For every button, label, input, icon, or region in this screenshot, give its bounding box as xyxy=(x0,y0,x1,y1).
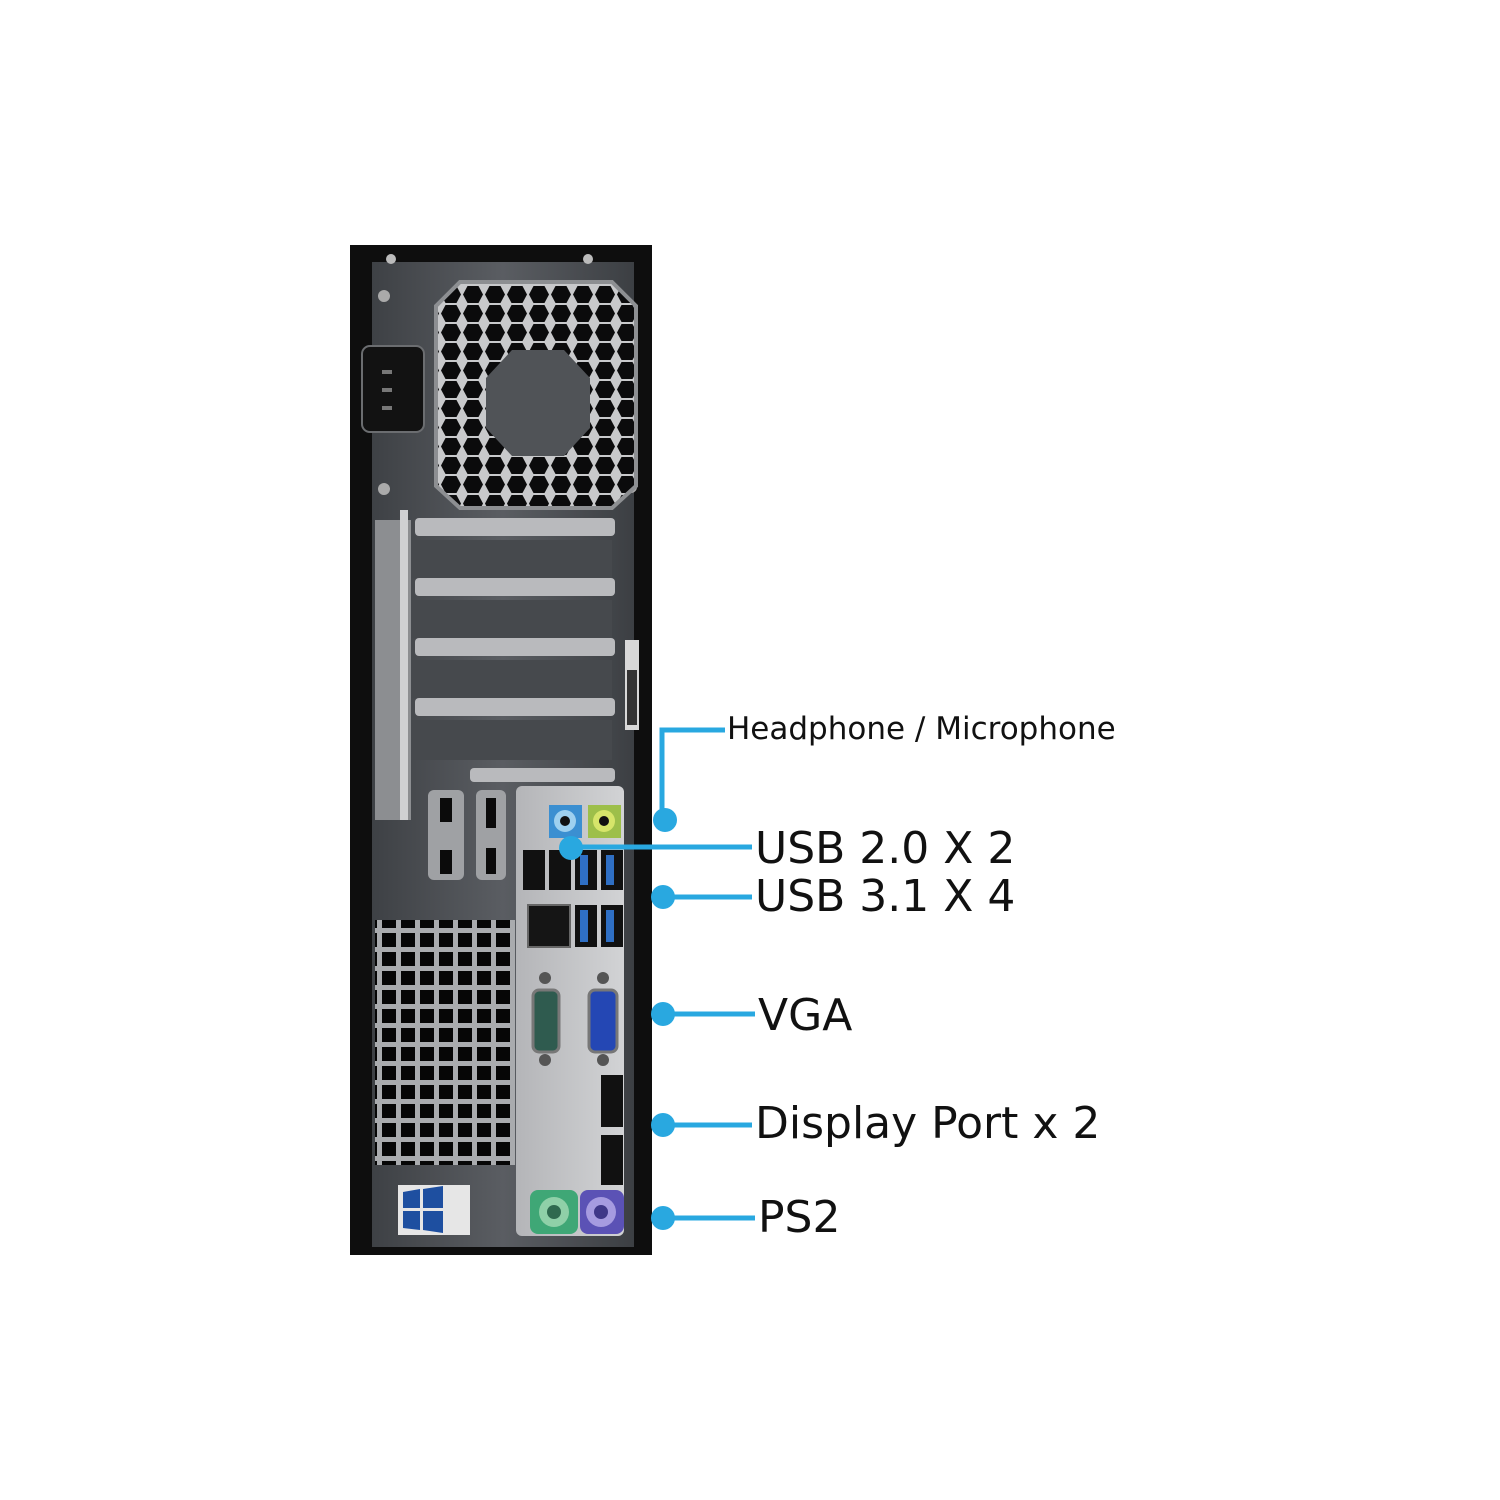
io-shield xyxy=(516,786,624,1236)
callout-label-usb-3: USB 3.1 X 4 xyxy=(755,871,1016,922)
fan-grille xyxy=(434,280,638,510)
windows-pro-sticker xyxy=(398,1185,470,1235)
callout-ps2-line xyxy=(651,1206,755,1230)
expansion-slots xyxy=(375,510,615,820)
serial-barcode-label xyxy=(625,640,639,730)
callout-usb2-line xyxy=(559,836,752,860)
vga-port xyxy=(587,972,619,1066)
serial-port xyxy=(531,972,561,1066)
power-socket xyxy=(361,345,425,433)
displayport-ports xyxy=(601,1075,623,1185)
ps2-ports xyxy=(530,1190,624,1234)
callout-usb3-line xyxy=(651,885,752,909)
audio-jacks xyxy=(549,805,621,838)
callout-label-ps2: PS2 xyxy=(758,1192,841,1243)
chassis-cutouts xyxy=(375,790,515,1165)
ethernet-port xyxy=(527,904,571,948)
callout-displayport-line xyxy=(651,1113,752,1137)
callout-label-displayport: Display Port x 2 xyxy=(755,1098,1101,1149)
callout-label-headphone-microphone: Headphone / Microphone xyxy=(727,711,1116,747)
usb-ports xyxy=(523,850,623,947)
callout-vga-line xyxy=(651,1002,755,1026)
callout-label-vga: VGA xyxy=(758,990,853,1041)
callout-label-usb-2: USB 2.0 X 2 xyxy=(755,823,1016,874)
callout-headphone-line xyxy=(653,727,725,832)
